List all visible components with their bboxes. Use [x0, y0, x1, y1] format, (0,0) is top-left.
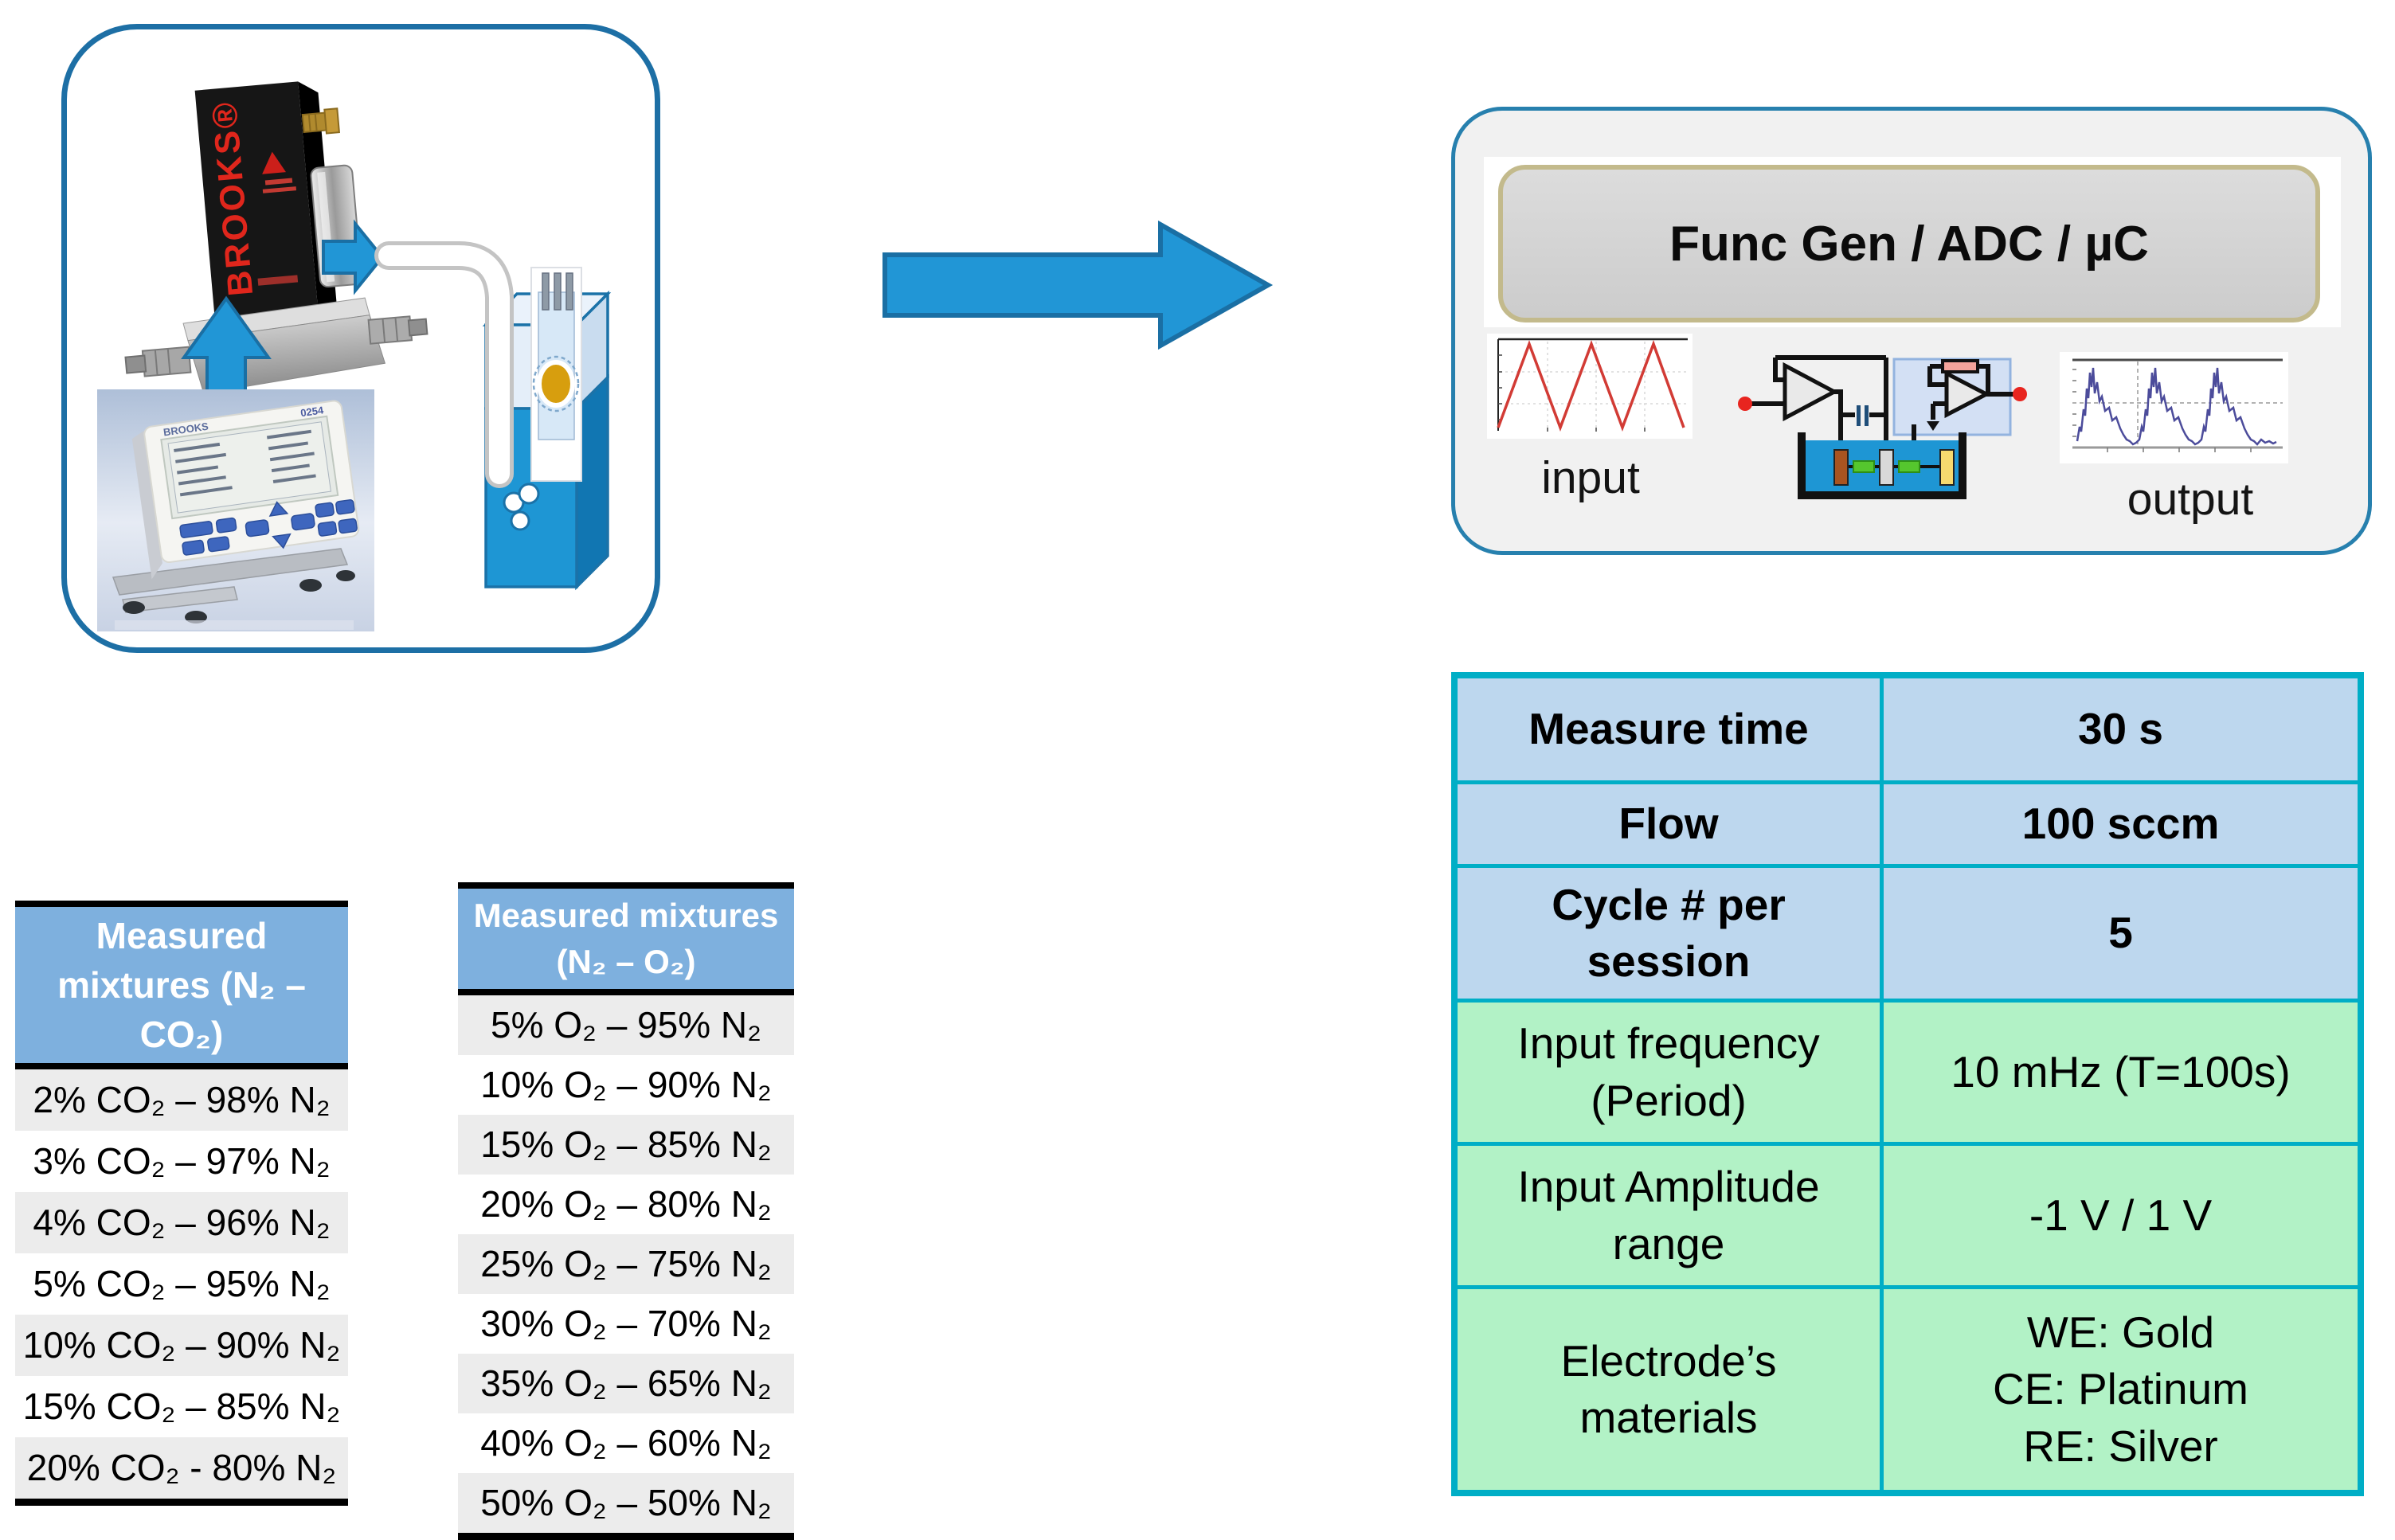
table-row: 5% O₂ – 95% N₂ — [458, 995, 794, 1055]
param-label-cell: Flow — [1458, 784, 1880, 864]
counter-electrode — [1879, 449, 1894, 486]
output-terminal-dot — [2013, 387, 2027, 401]
gas-setup-box: BROOKS® — [61, 24, 660, 653]
table-row: 40% O₂ – 60% N₂ — [458, 1413, 794, 1473]
table-row: 20% O₂ – 80% N₂ — [458, 1175, 794, 1234]
param-label-cell: Electrode’s materials — [1458, 1289, 1880, 1490]
bubbler-illustration — [482, 267, 612, 591]
triangle-wave — [1497, 339, 1685, 432]
o2-mixtures-table: Measured mixtures (N₂ – O₂) 5% O₂ – 95% … — [458, 882, 794, 1540]
right-arrow-icon — [322, 219, 385, 295]
func-gen-header: Func Gen / ADC / µC — [1498, 165, 2320, 322]
opamp-icon — [1944, 369, 1991, 419]
param-label-cell: Input frequency (Period) — [1458, 1003, 1880, 1142]
table-row: 4% CO₂ – 96% N₂ — [15, 1192, 348, 1253]
output-label: output — [2127, 474, 2254, 525]
console-model-label: 0254 — [299, 404, 324, 419]
control-unit-illustration: BROOKS 0254 — [97, 389, 374, 631]
table-row: 5% CO₂ – 95% N₂ — [15, 1253, 348, 1315]
table-row: 10% O₂ – 90% N₂ — [458, 1055, 794, 1115]
parameters-table: Measure time 30 s Flow 100 sccm Cycle # … — [1451, 672, 2364, 1496]
capacitor-icon — [1857, 405, 1861, 426]
gas-setup-illustration: BROOKS® — [97, 81, 612, 631]
table-row: 30% O₂ – 70% N₂ — [458, 1294, 794, 1354]
electrochemical-cell — [1798, 432, 1966, 499]
output-wave — [2076, 367, 2277, 446]
table-row: 3% CO₂ – 97% N₂ — [15, 1131, 348, 1192]
param-value-cell: 10 mHz (T=100s) — [1884, 1003, 2358, 1142]
param-label-cell: Measure time — [1458, 678, 1880, 780]
output-waveform-plot — [2060, 352, 2288, 463]
sensor-strip — [530, 267, 582, 482]
table-row: 10% CO₂ – 90% N₂ — [15, 1315, 348, 1376]
param-value-cell: 30 s — [1884, 678, 2358, 780]
potentiostat-circuit — [1738, 355, 2027, 499]
param-value-cell: -1 V / 1 V — [1884, 1146, 2358, 1285]
co2-mixtures-table: Measured mixtures (N₂ – CO₂) 2% CO₂ – 98… — [15, 901, 348, 1506]
param-value-cell: WE: Gold CE: Platinum RE: Silver — [1884, 1289, 2358, 1490]
ground-icon — [1927, 421, 1939, 431]
table-row: 20% CO₂ - 80% N₂ — [15, 1437, 348, 1506]
param-value-cell: 5 — [1884, 868, 2358, 999]
co2-table-header: Measured mixtures (N₂ – CO₂) — [15, 901, 348, 1069]
o2-table-header: Measured mixtures (N₂ – O₂) — [458, 882, 794, 995]
table-row: 50% O₂ – 50% N₂ — [458, 1473, 794, 1540]
table-row: 2% CO₂ – 98% N₂ — [15, 1069, 348, 1131]
resistor-icon — [1941, 359, 1979, 373]
gas-tube — [374, 241, 514, 488]
flow-arrow-icon — [882, 220, 1274, 350]
param-label-cell: Cycle # per session — [1458, 868, 1880, 999]
table-row: 35% O₂ – 65% N₂ — [458, 1354, 794, 1413]
mass-flow-controller-illustration: BROOKS® — [124, 81, 429, 394]
table-row: 15% O₂ – 85% N₂ — [458, 1115, 794, 1175]
instrument-box: Func Gen / ADC / µC input — [1451, 107, 2372, 555]
opamp-icon — [1783, 362, 1839, 422]
table-row: 25% O₂ – 75% N₂ — [458, 1234, 794, 1294]
func-gen-title: Func Gen / ADC / µC — [1669, 216, 2149, 272]
param-value-cell: 100 sccm — [1884, 784, 2358, 864]
input-terminal-dot — [1738, 397, 1752, 411]
delta-logo-icon — [262, 151, 287, 174]
table-row: 15% CO₂ – 85% N₂ — [15, 1376, 348, 1437]
input-waveform-plot — [1487, 334, 1693, 439]
input-label: input — [1541, 452, 1640, 503]
param-label-cell: Input Amplitude range — [1458, 1146, 1880, 1285]
working-electrode — [1833, 449, 1849, 486]
reference-electrode — [1939, 449, 1955, 486]
